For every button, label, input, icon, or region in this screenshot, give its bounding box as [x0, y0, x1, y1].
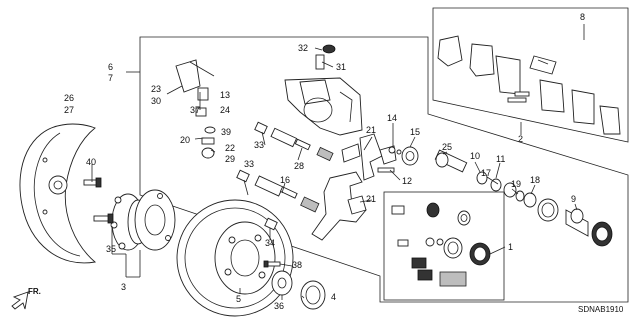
hose-bracket — [175, 59, 215, 93]
callout-32: 32 — [298, 43, 308, 53]
callout-29: 29 — [225, 154, 235, 164]
callout-10: 10 — [470, 151, 480, 161]
callout-30: 30 — [151, 96, 161, 106]
guide-pin-upper — [270, 127, 334, 162]
callout-28: 28 — [294, 161, 304, 171]
callout-labels: 6 7 8 2 26 27 40 35 3 23 30 13 37 24 39 … — [28, 12, 624, 314]
guide-pin-lower — [254, 175, 320, 213]
callout-26: 26 — [64, 93, 74, 103]
caliper-body — [284, 77, 363, 136]
callout-31: 31 — [336, 62, 346, 72]
front-direction-arrow — [11, 291, 29, 310]
callout-21-upper: 21 — [366, 125, 376, 135]
callout-34: 34 — [265, 238, 275, 248]
backing-plate — [19, 123, 97, 264]
piston-parts — [401, 146, 613, 247]
callout-8: 8 — [580, 12, 585, 22]
bolt-35 — [93, 213, 114, 224]
callout-4: 4 — [331, 292, 336, 302]
callout-1: 1 — [508, 242, 513, 252]
hub-bearing — [110, 189, 176, 251]
callout-18: 18 — [530, 175, 540, 185]
callout-7: 7 — [108, 73, 113, 83]
callout-33-lower: 33 — [244, 159, 254, 169]
callout-13: 13 — [220, 90, 230, 100]
callout-39: 39 — [221, 127, 231, 137]
callout-19: 19 — [511, 179, 521, 189]
callout-36: 36 — [274, 301, 284, 311]
bracket-bolt — [264, 217, 278, 231]
bleeder-screw — [315, 44, 336, 70]
callout-15: 15 — [410, 127, 420, 137]
callout-22: 22 — [225, 143, 235, 153]
callout-23: 23 — [151, 84, 161, 94]
brake-pads — [437, 35, 621, 135]
callout-20: 20 — [180, 135, 190, 145]
callout-12: 12 — [402, 176, 412, 186]
callout-38: 38 — [292, 260, 302, 270]
seal-kit-box — [383, 191, 505, 301]
flat-screw — [263, 260, 281, 268]
callout-5: 5 — [236, 294, 241, 304]
banjo-fitting — [195, 87, 216, 159]
caliper-bolts — [236, 121, 268, 183]
callout-6: 6 — [108, 62, 113, 72]
callout-9: 9 — [571, 194, 576, 204]
hub-cap — [300, 280, 326, 310]
callout-27: 27 — [64, 105, 74, 115]
bolt-40 — [83, 177, 102, 188]
callout-2: 2 — [518, 134, 523, 144]
spindle-nut — [271, 270, 293, 296]
callout-40: 40 — [86, 157, 96, 167]
callout-14: 14 — [387, 113, 397, 123]
leader-lines — [91, 24, 585, 300]
callout-21-lower: 21 — [366, 194, 376, 204]
front-direction-label: FR. — [28, 287, 41, 296]
callout-33-upper: 33 — [254, 140, 264, 150]
callout-37: 37 — [190, 105, 200, 115]
callout-16: 16 — [280, 175, 290, 185]
pad-set-box — [432, 7, 629, 143]
callout-3: 3 — [121, 282, 126, 292]
callout-35: 35 — [106, 244, 116, 254]
callout-24: 24 — [220, 105, 230, 115]
pad-retainers — [341, 133, 402, 215]
diagram-code: SDNAB1910 — [578, 305, 624, 314]
caliper-bracket — [311, 171, 367, 241]
brake-disc — [176, 199, 294, 317]
callout-17: 17 — [481, 168, 491, 178]
seal-kit-parts — [391, 202, 491, 287]
callout-25: 25 — [442, 142, 452, 152]
callout-11: 11 — [496, 154, 505, 164]
